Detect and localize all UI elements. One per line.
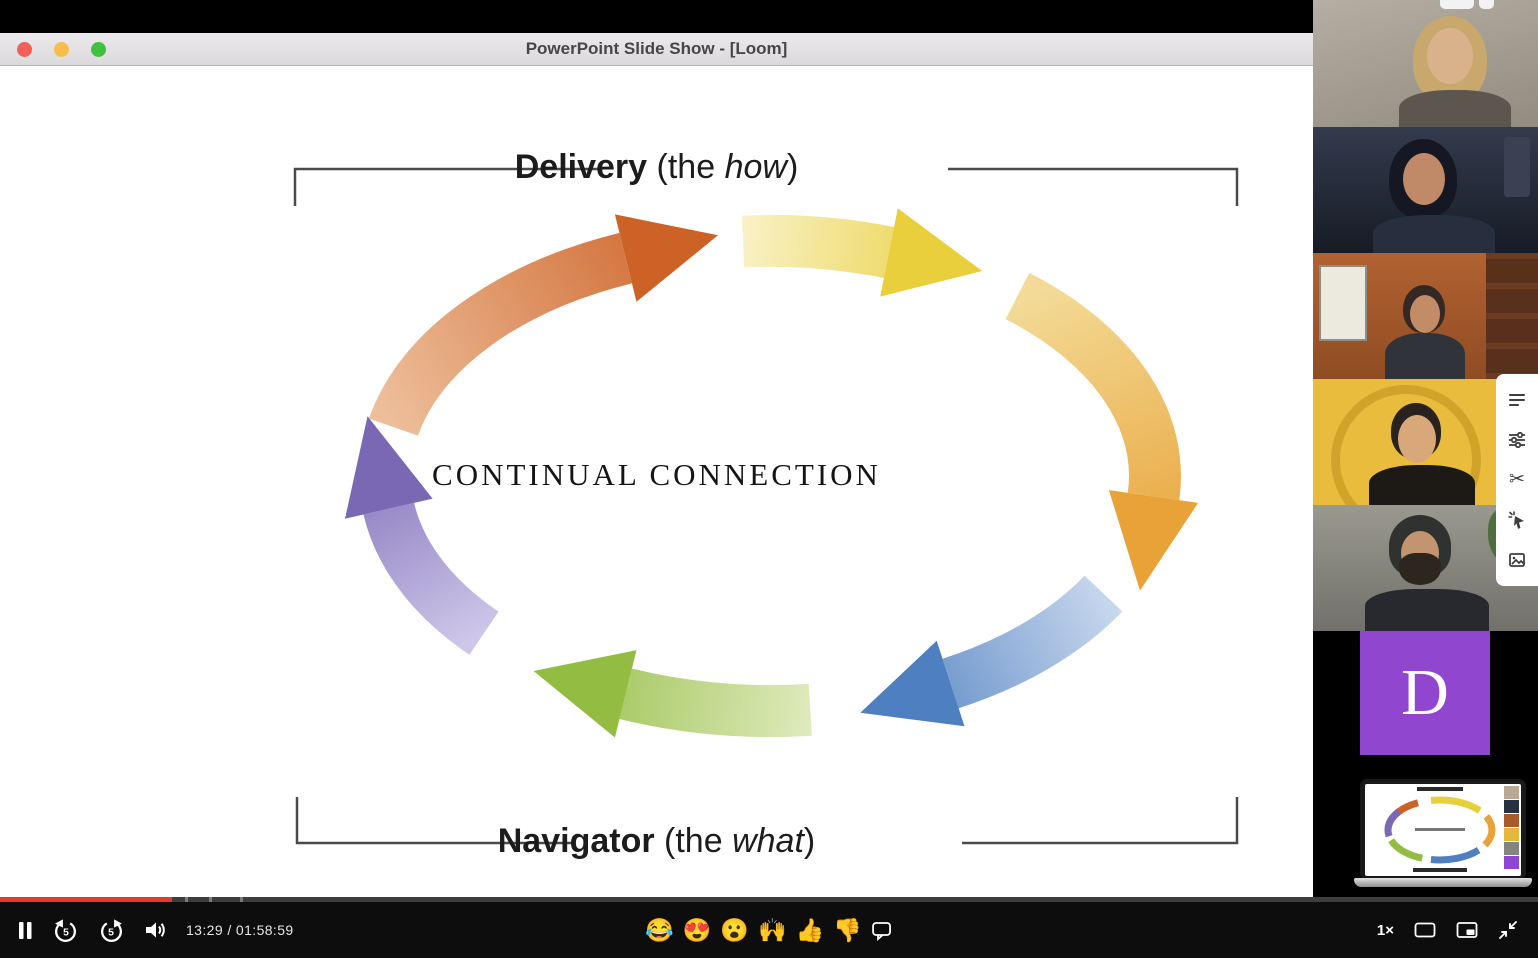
reaction-joy-button[interactable]: 😂 [645,916,674,943]
rewind-5-button[interactable]: 5 [52,917,79,944]
time-display: 13:29 / 01:58:59 [186,922,294,938]
exit-fullscreen-icon[interactable] [1498,920,1518,940]
adjust-sliders-icon[interactable] [1505,428,1529,452]
annotation-toolbar: ✂ [1496,374,1538,586]
playback-speed-button[interactable]: 1× [1376,921,1394,939]
overlay-pill [1479,0,1494,9]
volume-button[interactable] [144,920,167,940]
player-settings: 1× [1377,920,1538,940]
image-icon[interactable] [1505,548,1529,572]
pause-button[interactable] [18,921,33,940]
svg-text:5: 5 [63,927,69,938]
laptop-frame [1360,779,1526,880]
overlay-pill [1440,0,1474,9]
top-label-sub: (the how) [656,148,799,186]
participant-video-1 [1313,0,1538,127]
slide: Delivery (the how) CONTINUAL CONNECTION … [0,66,1313,897]
person-silhouette [1369,465,1475,505]
participant-video-3 [1313,253,1538,379]
thumbnail-slide [1365,784,1521,876]
thumbnail-diagram [1384,787,1496,872]
reaction-surprised-button[interactable]: 😮 [720,916,749,943]
chapter-tick [209,897,212,902]
participant-initial: D [1401,656,1449,729]
close-icon [17,42,32,57]
video-area[interactable]: PowerPoint Slide Show - [Loom] [0,0,1313,897]
screen-thumbnail [1354,779,1532,889]
chapter-tick [185,897,188,902]
theater-mode-icon[interactable] [1414,920,1436,940]
laptop-base [1354,878,1532,887]
cursor-click-icon[interactable] [1505,508,1529,532]
person-silhouette [1398,415,1436,463]
reaction-thumbs-up-button[interactable]: 👍 [795,916,825,943]
progress-fill [0,897,173,902]
person-silhouette [1399,553,1441,585]
person-silhouette [1399,90,1511,127]
progress-bar[interactable] [0,897,1538,902]
minimize-icon [54,42,69,57]
notes-icon[interactable] [1505,388,1529,412]
bottom-label-title: Navigator [497,822,655,860]
playback-controls: 5 5 13:29 / 01:58:59 [0,917,294,944]
player-controls: 5 5 13:29 / 01:58:59 😂 😍 [0,902,1538,958]
person-silhouette [1385,333,1465,379]
participant-video-2 [1313,127,1538,253]
reactions-bar: 😂 😍 😮 🙌 👍 👎 [645,916,893,943]
cycle-arrow-purple [345,416,499,655]
picture-in-picture-icon[interactable] [1456,920,1478,940]
powerpoint-titlebar: PowerPoint Slide Show - [Loom] [0,33,1313,66]
bookshelf-decor [1486,253,1538,379]
cycle-diagram [293,167,1239,845]
cycle-arrow-yellow [742,208,983,297]
person-silhouette [1365,589,1489,631]
slide-top-label: Delivery (the how) [0,148,1313,186]
window-decor [1319,265,1367,341]
scissors-icon[interactable]: ✂ [1509,469,1525,491]
person-silhouette [1427,28,1473,84]
person-silhouette [1410,295,1440,333]
cycle-arrow-blue [860,575,1123,727]
chapter-tick [240,897,243,902]
slide-center-text: CONTINUAL CONNECTION [432,457,881,492]
traffic-lights [17,42,106,57]
window-title: PowerPoint Slide Show - [Loom] [525,39,788,58]
reaction-thumbs-down-button[interactable]: 👎 [833,916,862,943]
person-silhouette [1373,215,1495,253]
comment-icon[interactable] [871,920,893,941]
cycle-arrow-orange [368,214,718,437]
reaction-raised-hands-button[interactable]: 🙌 [758,916,787,943]
zoom-icon [91,42,106,57]
background-decor [1331,385,1481,505]
bottom-label-sub: (the what) [664,822,816,860]
thumbnail-participants [1504,786,1519,874]
slide-bottom-label: Navigator (the what) [0,822,1313,860]
background-decor [1504,137,1530,197]
reaction-heart-eyes-button[interactable]: 😍 [682,916,712,943]
participant-tile-initial: D [1360,631,1490,755]
top-label-title: Delivery [514,148,648,186]
label-brackets [293,167,1239,845]
cycle-arrow-amber [1005,272,1199,591]
person-silhouette [1403,153,1445,205]
forward-5-button[interactable]: 5 [98,917,125,944]
svg-text:5: 5 [108,927,114,938]
cycle-arrow-green [533,650,812,738]
